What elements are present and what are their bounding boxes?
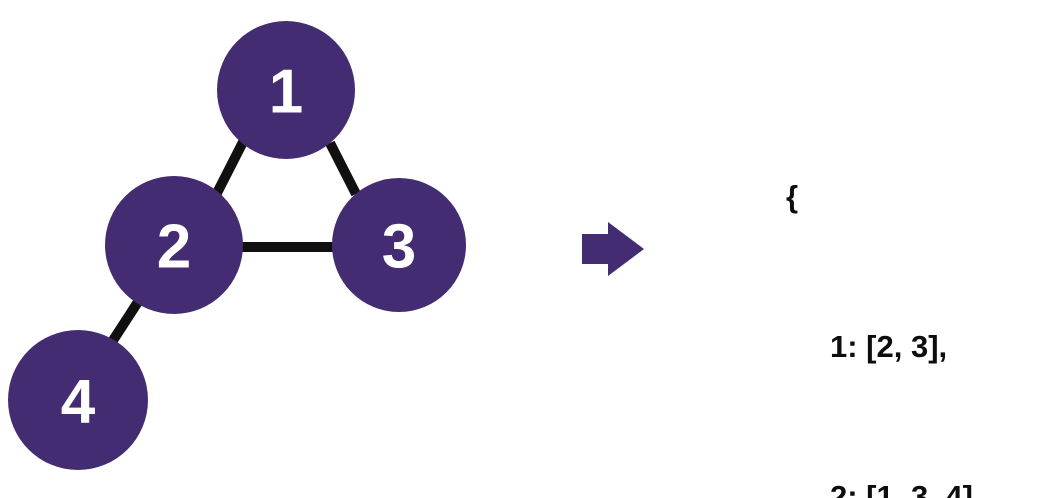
node-2-circle [105, 176, 243, 314]
adjacency-dict-text: { 1: [2, 3], 2: [1, 3, 4], 3: [1, 2], 4:… [786, 72, 982, 498]
node-4[interactable]: 4 [8, 330, 148, 470]
right-arrow-icon [582, 222, 644, 276]
right-arrow-shape [582, 222, 644, 276]
node-3-circle [332, 178, 466, 312]
node-1[interactable]: 1 [217, 21, 355, 159]
graph-diagram: 1 2 3 4 [8, 21, 466, 470]
edge-1-3 [325, 140, 361, 197]
node-2[interactable]: 2 [105, 176, 243, 314]
dict-entry-1: 1: [2, 3], [830, 329, 948, 364]
dict-open-brace: { [786, 179, 799, 214]
node-1-label: 1 [269, 58, 303, 127]
node-4-circle [8, 330, 148, 470]
node-3[interactable]: 3 [332, 178, 466, 312]
edge-1-2 [212, 139, 248, 196]
node-4-label: 4 [61, 368, 96, 437]
node-2-label: 2 [157, 213, 191, 282]
dict-entry-2: 2: [1, 3, 4], [830, 479, 982, 498]
node-1-circle [217, 21, 355, 159]
node-3-label: 3 [382, 213, 416, 282]
graph-nodes: 1 2 3 4 [8, 21, 466, 470]
